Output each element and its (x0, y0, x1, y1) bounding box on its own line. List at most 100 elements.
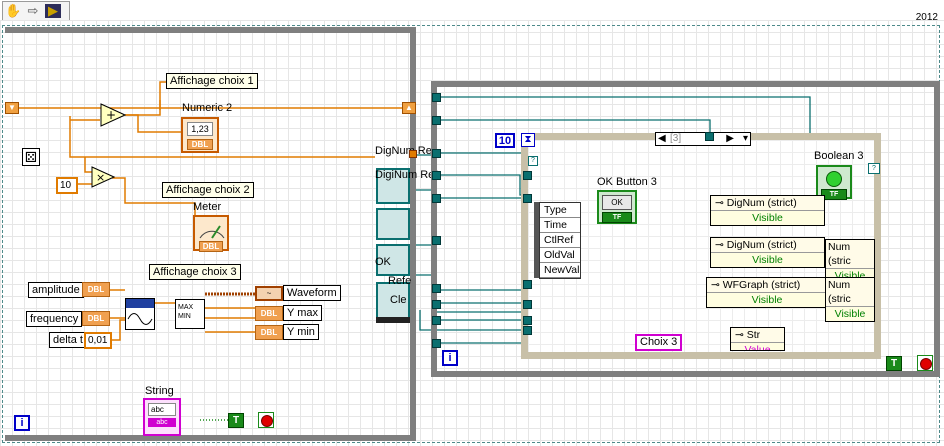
event-item-ctlref[interactable]: CtlRef (540, 233, 580, 248)
refnum-2[interactable] (376, 208, 410, 240)
random-number-icon[interactable]: ⚄ (22, 148, 40, 166)
prop2-title: DigNum (strict) (726, 239, 797, 251)
iteration-terminal-left: i (14, 415, 30, 431)
prop-partial-row-2[interactable]: Visible (826, 306, 874, 321)
delta-t-constant[interactable]: 0,01 (84, 332, 112, 349)
property-node-key-icon-2: ⊸ (715, 239, 727, 251)
timeout-constant[interactable]: 10 (495, 133, 515, 148)
meter-gauge-icon (199, 225, 225, 239)
constant-10[interactable]: 10 (56, 177, 78, 194)
tunnel-2[interactable] (432, 116, 441, 125)
meter-indicator[interactable]: DBL (193, 215, 229, 252)
event-tunnel-1[interactable] (523, 171, 532, 180)
maxmin-min-label: MIN (178, 313, 191, 320)
event-data-node[interactable]: Type Time CtlRef OldVal NewVal (539, 202, 581, 279)
selector-value: [3] (670, 133, 682, 144)
property-node-dignum-2[interactable]: ⊸ DigNum (strict) Visible (710, 237, 825, 268)
prop4-row-value[interactable]: Value (731, 342, 784, 350)
waveform-max-min-vi[interactable]: MAX MIN (175, 299, 205, 329)
label-ok-button-3: OK Button 3 (597, 176, 657, 188)
event-item-newval[interactable]: NewVal (540, 263, 580, 278)
true-constant-right[interactable]: T (886, 356, 902, 371)
shift-register-right[interactable]: ▲ (402, 102, 416, 114)
string-value: abc (148, 403, 176, 416)
label-ok-partial: OK (375, 256, 391, 268)
event-case-selector[interactable]: ◀ [3] ▾ ▶ (655, 132, 751, 146)
left-while-loop[interactable] (5, 27, 416, 441)
property-node-wfgraph[interactable]: ⊸ WFGraph (strict) Visible (706, 277, 828, 308)
step-arrow-icon[interactable]: ⇨ (27, 3, 39, 18)
svg-text:×: × (96, 171, 105, 184)
svg-text:+: + (106, 108, 116, 122)
selector-next-icon[interactable]: ▾ (742, 133, 748, 144)
event-tunnel-5[interactable] (523, 316, 532, 325)
label-ymin: Y min (283, 324, 319, 340)
event-item-time[interactable]: Time (540, 218, 580, 233)
tunnel-3[interactable] (432, 149, 441, 158)
dignum-refnum-1[interactable] (376, 168, 410, 204)
property-node-dignum-1[interactable]: ⊸ DigNum (strict) Visible (710, 195, 825, 226)
stop-terminal-right[interactable] (917, 355, 933, 371)
maxmin-max-label: MAX (178, 304, 194, 311)
prop3-row-visible[interactable]: Visible (707, 292, 827, 307)
property-node-key-icon-1: ⊸ (715, 197, 727, 209)
tunnel-1[interactable] (432, 93, 441, 102)
prop1-row-visible[interactable]: Visible (711, 210, 824, 225)
property-node-partial-2[interactable]: Num (stric Visible (825, 277, 875, 322)
orange-tunnel[interactable] (409, 150, 417, 158)
selector-tunnel[interactable] (705, 132, 714, 141)
hand-tool-icon[interactable]: ✋ (5, 3, 22, 18)
sine-vi-header (126, 299, 154, 308)
version-label: 2012 (915, 12, 938, 23)
multiply-node-icon[interactable]: × (91, 166, 115, 188)
stop-terminal-left[interactable] (258, 412, 274, 428)
ok-button-3-terminal[interactable]: OK TF (597, 190, 637, 224)
property-node-str[interactable]: ⊸ Str Value (730, 327, 785, 351)
event-tunnel-6[interactable] (523, 326, 532, 335)
ymax-indicator-terminal[interactable]: DBL (255, 306, 283, 321)
shift-register-left[interactable]: ▼ (5, 102, 19, 114)
label-refe: Refe (388, 275, 412, 287)
label-numeric-2: Numeric 2 (182, 102, 233, 114)
label-waveform: Waveform (283, 285, 341, 301)
refnum-3[interactable] (376, 244, 410, 276)
selector-prev-icon[interactable]: ◀ (658, 133, 666, 144)
event-tunnel-4[interactable] (523, 300, 532, 309)
sine-waveform-vi[interactable] (125, 298, 155, 330)
amplitude-control[interactable]: DBL (82, 282, 110, 297)
string-indicator[interactable]: abc abc (143, 398, 181, 436)
tunnel-4[interactable] (432, 171, 441, 180)
event-item-oldval[interactable]: OldVal (540, 248, 580, 263)
prop4-title: Str (746, 329, 761, 341)
waveform-indicator-terminal[interactable]: ~ (255, 286, 283, 301)
sine-wave-icon (127, 313, 153, 325)
tunnel-6[interactable] (432, 236, 441, 245)
boolean-3-indicator[interactable]: TF (816, 165, 852, 200)
event-tunnel-3[interactable] (523, 280, 532, 289)
add-node-icon[interactable]: + (100, 103, 126, 127)
timeout-hourglass-icon: ⧗ (521, 133, 535, 147)
frequency-control[interactable]: DBL (82, 311, 110, 326)
stop-icon-right (920, 358, 932, 370)
ok-button-glyph: OK (602, 195, 632, 210)
tunnel-7[interactable] (432, 284, 441, 293)
ymin-indicator-terminal[interactable]: DBL (255, 325, 283, 340)
property-node-key-icon-4: ⊸ (735, 329, 747, 341)
label-ymax: Y max (283, 305, 322, 321)
tunnel-10[interactable] (432, 339, 441, 348)
label-choix-3: Choix 3 (635, 334, 683, 351)
numeric-2-indicator[interactable]: 1,23 DBL (181, 117, 219, 153)
event-tunnel-2[interactable] (523, 194, 532, 203)
tunnel-5[interactable] (432, 194, 441, 203)
run-icon[interactable]: ▶ (45, 4, 61, 18)
prop2-row-visible[interactable]: Visible (711, 252, 824, 267)
selector-next-arrow-icon[interactable]: ▶ (726, 133, 734, 144)
tunnel-8[interactable] (432, 300, 441, 309)
label-dignum-ref: DigNum Ref (375, 145, 435, 157)
event-item-type[interactable]: Type (540, 203, 580, 218)
true-constant-left[interactable]: T (228, 413, 244, 428)
tunnel-9[interactable] (432, 316, 441, 325)
prop3-title: WFGraph (strict) (722, 279, 801, 291)
right-while-loop[interactable] (431, 81, 940, 377)
event-data-terminal-icon: ? (528, 156, 538, 166)
